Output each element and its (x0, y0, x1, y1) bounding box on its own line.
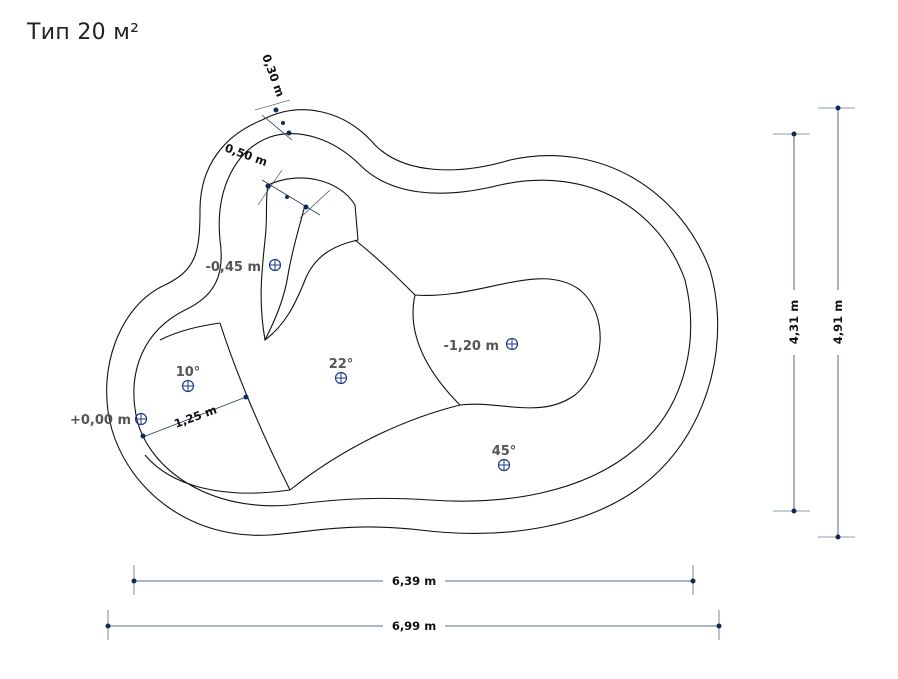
dot-icon (835, 534, 841, 540)
slope-marker-b: 22° (329, 357, 354, 385)
crosshair-circle-icon (134, 412, 148, 426)
level-marker-deep: -1,20 m (443, 337, 519, 354)
slope-marker-a: 10° (176, 365, 201, 393)
inner-width-label: 6,39 m (392, 574, 436, 588)
inner-height-label: 4,31 m (787, 300, 801, 344)
outer-height-label: 4,91 m (831, 300, 845, 344)
slope-c-label: 45° (492, 444, 517, 459)
crosshair-circle-icon (505, 337, 519, 351)
dot-icon (286, 130, 292, 136)
dot-icon (303, 204, 309, 210)
outer-width-dimension: 6,99 m (105, 610, 722, 640)
dot-icon (243, 394, 249, 400)
dot-icon (105, 623, 111, 629)
pool-outer-rim (106, 109, 719, 536)
division-line-4 (159, 322, 221, 341)
wall-width-label: 0,50 m (223, 141, 269, 169)
level-deep-label: -1,20 m (443, 339, 499, 354)
dot-icon (265, 183, 271, 189)
dot-icon (281, 121, 285, 125)
pool-inner-outline (133, 133, 692, 507)
outer-width-label: 6,99 m (392, 619, 436, 633)
dot-icon (716, 623, 722, 629)
slope-a-label: 10° (176, 365, 201, 380)
shelf-wedge-inner (264, 204, 306, 341)
crosshair-circle-icon (334, 371, 348, 385)
level-marker-top: +0,00 m (70, 412, 148, 428)
rim-width-dimension: 0,30 m (254, 52, 293, 141)
dot-icon (273, 107, 279, 113)
slope-marker-c: 45° (492, 444, 517, 472)
division-line-2 (289, 404, 461, 491)
slope-b-label: 22° (329, 357, 354, 372)
dot-icon (690, 578, 696, 584)
inner-width-dimension: 6,39 m (131, 565, 696, 595)
inner-height-dimension: 4,31 m (773, 131, 810, 514)
crosshair-circle-icon (268, 258, 282, 272)
rim-width-label: 0,30 m (259, 52, 287, 98)
division-line-5 (144, 454, 291, 494)
dot-icon (131, 578, 137, 584)
crosshair-circle-icon (181, 379, 195, 393)
level-shelf-label: -0,45 m (205, 260, 261, 275)
division-line-3 (219, 322, 291, 491)
dot-icon (285, 195, 289, 199)
outer-height-dimension: 4,91 m (818, 105, 855, 540)
level-marker-shelf: -0,45 m (205, 258, 282, 275)
dot-icon (791, 131, 797, 137)
crosshair-circle-icon (497, 458, 511, 472)
step-width-label: 1,25 m (172, 402, 218, 430)
dot-icon (791, 508, 797, 514)
dot-icon (140, 433, 146, 439)
diagram-title: Тип 20 м² (27, 20, 140, 45)
level-top-label: +0,00 m (70, 413, 131, 428)
dot-icon (835, 105, 841, 111)
deep-basin (412, 278, 601, 409)
division-line-1 (354, 239, 416, 296)
step-width-dimension: 1,25 m (140, 394, 249, 439)
shelf-wedge (260, 177, 359, 341)
